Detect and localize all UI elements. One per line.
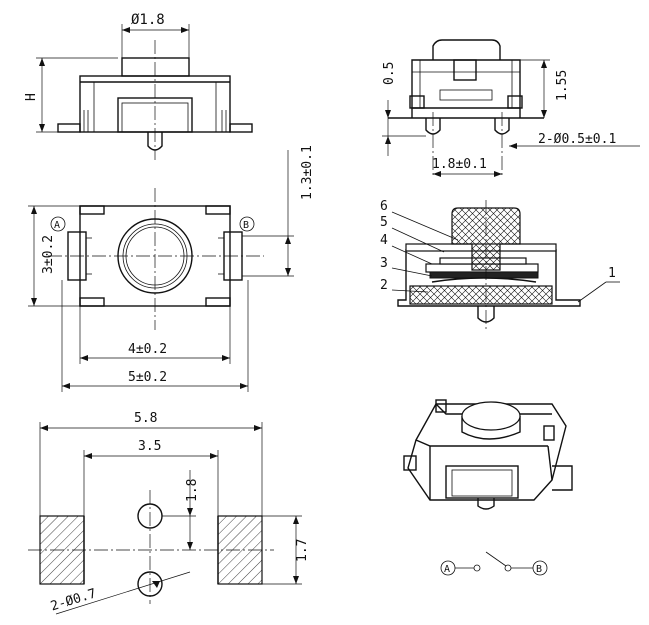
front-terminal-a: A [54,220,60,231]
fp-dim-1-7: 1.7 [295,539,310,562]
fp-dim-3-5: 3.5 [138,439,161,454]
part-5: 5 [380,215,388,230]
top-dia-label: Ø1.8 [131,12,165,28]
schem-terminal-a: A [444,564,450,575]
schem-terminal-b: B [536,564,542,575]
side-view: 0.5 1.55 1.8±0.1 2-Ø0.5±0.1 [382,39,640,178]
front-terminal-b: B [243,220,249,231]
section-view: 6 5 4 3 2 1 [380,199,620,330]
side-dim-1-8: 1.8±0.1 [432,157,487,172]
top-height-label: H [24,93,39,101]
switch-schematic: A B [440,551,548,576]
part-6: 6 [380,199,388,214]
side-dim-0-5: 0.5 [382,62,397,85]
front-dim-4: 4±0.2 [128,342,167,357]
part-4: 4 [380,233,388,248]
part-3: 3 [380,256,388,271]
front-dim-1-3: 1.3±0.1 [300,145,315,200]
part-1: 1 [608,266,616,281]
footprint-view: 5.8 3.5 1.8 1.7 2-Ø0.7 [28,411,310,614]
top-view: Ø1.8 H [24,12,253,160]
isometric-view [403,399,573,510]
fp-dim-1-8: 1.8 [185,479,200,502]
front-dim-3: 3±0.2 [41,235,56,274]
front-view: A B 3±0.2 1.3±0.1 4±0.2 5±0.2 [28,145,315,392]
side-dim-1-55: 1.55 [555,70,570,101]
front-dim-5: 5±0.2 [128,370,167,385]
side-dim-pins: 2-Ø0.5±0.1 [538,132,616,147]
fp-dim-5-8: 5.8 [134,411,157,426]
fp-dim-holes: 2-Ø0.7 [49,586,98,614]
part-2: 2 [380,278,388,293]
